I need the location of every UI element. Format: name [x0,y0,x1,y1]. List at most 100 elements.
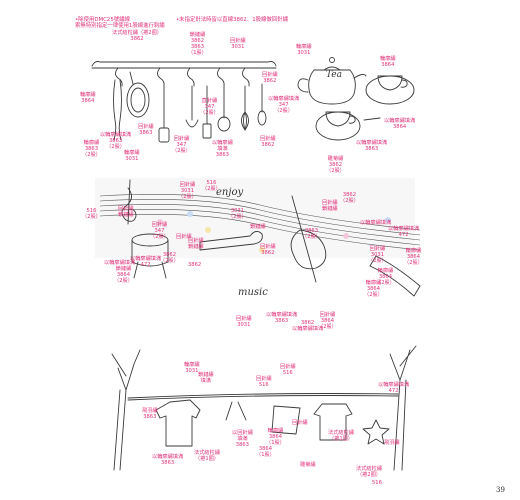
stitch-label-m5: 516（2股） [82,208,101,220]
stitch-label-line: 3864 [381,62,395,68]
note-strand-default: 索無特別指定一律使用1股線進行刺繡 [75,23,165,29]
music-lettering: music [238,287,268,298]
stitch-label-line: 3864 [268,434,283,440]
stitch-label-line: 回針繡 [176,234,192,240]
tshirt [313,403,353,441]
stitch-label-line: 鎖鏈繡 [322,206,338,212]
stitch-label-line: 3863 [84,146,99,152]
stitch-label-line: 飛羽繡 [384,440,400,446]
stitch-label-l14: 雛菊繡 [300,462,316,468]
stitch-label-line: 鎖鏈繡 [189,32,206,38]
stitch-label-line: 3863 [364,146,379,152]
stitch-label-line: 回針繡 [262,72,278,78]
stitch-label-line: （2股） [178,194,197,200]
stitch-label-line: 3031 [297,50,311,56]
stitch-label-line: 3864 [392,124,407,130]
stitch-label-line: 回針繡 [319,312,336,318]
stitch-label-line: 回針繡 [292,420,308,426]
tea-lettering: Tea [326,70,342,80]
stitch-label-line: 雛菊繡 [300,462,316,468]
stitch-label-k1: 法式結粒繡（捲2圈）3862 [112,30,162,42]
stitch-label-line: 3862 [130,36,144,42]
stitch-label-m17: 3863（2股） [302,228,321,240]
stitch-label-l12: 回針繡 [292,420,308,426]
stitch-label-line: 472 [140,262,151,268]
stitch-label-m9: 3031（2股） [228,208,247,220]
note-default-stitch: •未指定針法時皆以直線3862、1股線做回針繡 [176,17,288,23]
stitch-label-line: （1股） [266,440,285,446]
stitch-label-line: 3863 [160,460,175,466]
stitch-label-line: 3863 [274,318,289,324]
stitch-label-line: 516 [86,208,97,214]
stitch-label-m12: 回針繡鎖鏈繡 [322,200,338,212]
stitch-label-line: （1股） [188,50,207,56]
stitch-label-line: （2股） [82,152,101,158]
stitch-label-line: （2股） [326,168,345,174]
stitch-label-line: 以輪廓繡填滿 [152,454,184,460]
stitch-label-line: 3862 [328,162,343,168]
stitch-label-line: 以輪廓繡填滿 [266,312,298,318]
stitch-label-line: 回針繡 [256,376,272,382]
stitch-label-line: 3862 [263,78,277,84]
stitch-label-line: 回針繡 [236,316,252,322]
stitch-label-l11: 3864（1股） [256,446,275,458]
stitch-label-line: 3863 [190,44,205,50]
stitch-label-line: （2股） [106,144,125,150]
stitch-label-line: （2股） [302,234,321,240]
stitch-label-line: 輪廓繡 [267,428,284,434]
stitch-label-line: 以輪廓繡填滿 [388,226,420,232]
utensil-rack [91,61,277,143]
stitch-label-line: 347 [154,228,165,234]
shirt [155,399,201,447]
stitch-label-line: 516 [206,180,217,186]
stitch-label-l17: 516 [372,480,382,486]
stitch-label-line: 輪廓繡 [124,150,140,156]
stitch-label-line: 回針繡 [280,364,296,370]
stitch-label-l2: 鎖鏈繡填滿 [198,372,214,384]
stitch-label-line: 填滿 [200,378,211,384]
stitch-label-line: 516 [258,382,269,388]
stitch-label-line: 3864 [258,446,273,452]
stitch-label-m8: 3862（2股） [160,252,179,264]
stitch-label-m6: 回針繡 [176,234,192,240]
stitch-label-line: 3862 [300,320,315,326]
stitch-label-line: 3862 [261,250,275,256]
stitch-label-line: 516 [372,480,382,486]
stitch-label-line: 回針繡 [188,238,204,244]
stitch-label-line: （2股） [368,258,387,264]
music-band [95,178,421,297]
stitch-label-line: 3864 [366,286,381,292]
stitch-label-line: 3862 [261,142,275,148]
stitch-label-line: 3863 [143,414,157,420]
stitch-label-line: （2股） [274,108,293,114]
stitch-label-m14: 回針繡鎖鏈繡 [188,238,204,250]
stitch-label-line: 472 [398,232,409,238]
stitch-label-line: （2股） [318,324,337,330]
stitch-label-line: 鎖鏈繡 [118,212,134,218]
stitch-label-line: 3031 [180,188,195,194]
stitch-label-line: 以輪廓繡填滿 [268,96,300,102]
stitch-label-line: 3864 [320,318,335,324]
stitch-label-line: 3862 [190,38,205,44]
stitch-label-line: 鎖鏈繡 [115,266,132,272]
stitch-label-line: （1股） [256,452,275,458]
stitch-label-line: 3863 [108,138,123,144]
